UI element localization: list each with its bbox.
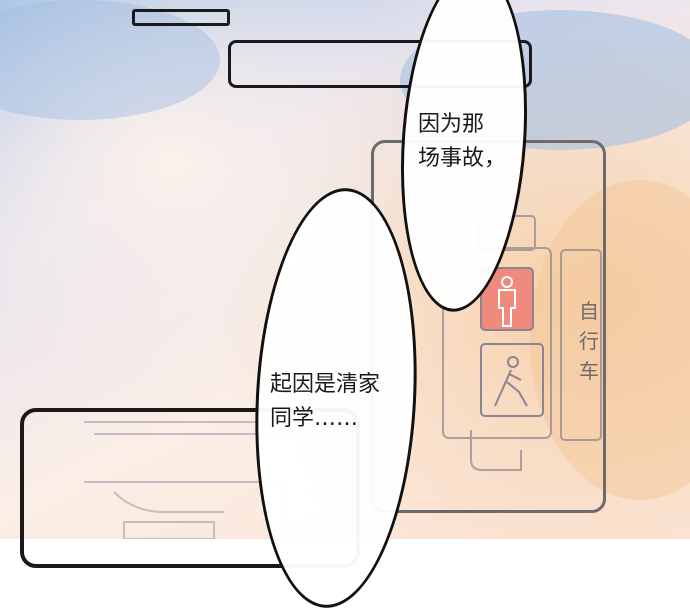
- walking-person-icon: [494, 356, 528, 407]
- signal-walk: [480, 343, 544, 417]
- speech-text-bottom: 起因是清家 同学……: [270, 372, 381, 431]
- bicycle-sign-label: 自 行 车: [579, 299, 599, 383]
- standing-person-icon: [498, 276, 516, 327]
- panel-top-small: [132, 9, 230, 26]
- signal-red-stop: [480, 267, 534, 331]
- speech-text-top: 因为那 场事故，: [418, 112, 507, 171]
- panel-top-wide: [228, 40, 532, 88]
